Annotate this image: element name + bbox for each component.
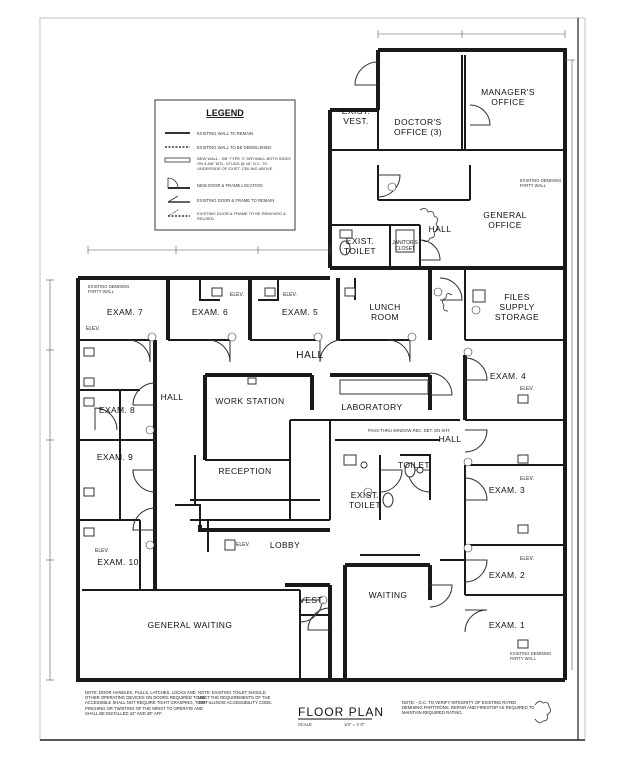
label-elev-7: ELEV. — [236, 542, 250, 548]
note-left: NOTE: DOOR HANDLES, PULLS, LATCHES, LOCK… — [85, 690, 208, 716]
label-pass-thru: PASS-THRU WINDOW REC. DET. ON SHT. — [368, 428, 451, 433]
legend-box — [154, 99, 296, 231]
room-general-office-line2: OFFICE — [488, 220, 522, 230]
top-exam-walls — [78, 268, 565, 341]
room-doctor-line2: OFFICE (3) — [394, 127, 442, 137]
revision-clouds — [419, 208, 551, 723]
room-manager-line1: MANAGER'S — [481, 87, 535, 97]
room-exam6: EXAM. 6 — [192, 307, 228, 317]
legend-swatch-remove-door — [167, 209, 179, 217]
label-party-wall-top: EXISTING DEMISING — [520, 178, 561, 183]
upper-wing-walls — [328, 48, 567, 268]
core-walls — [175, 373, 460, 532]
room-exam3: EXAM. 3 — [489, 485, 525, 495]
room-lobby: LOBBY — [270, 540, 300, 550]
room-lunch-line2: ROOM — [371, 312, 399, 322]
room-exam5: EXAM. 5 — [282, 307, 318, 317]
legend-item-6-wrap: EXISTING DOOR & FRAME TO BE REMOVED & RE… — [197, 211, 286, 221]
legend-item-5: EXISTING DOOR & FRAME TO REMAIN — [197, 198, 274, 203]
room-janitor-line2: CLOSET — [395, 246, 415, 252]
fixtures — [83, 229, 529, 649]
note-right-wrap: NOTE: - G.C. TO VERIFY INTEGRITY OF EXIS… — [402, 700, 535, 716]
room-reception: RECEPTION — [218, 466, 271, 476]
legend-item-2: EXISTING WALL TO BE DEMOLISHED — [197, 145, 271, 150]
room-general-office-line1: GENERAL — [483, 210, 526, 220]
room-labels: MANAGER'S OFFICE DOCTOR'S OFFICE (3) EXI… — [97, 87, 539, 630]
legend-item-3-wrap: NEW WALL - 5/8" TYPE 'X' DRYWALL BOTH SI… — [197, 156, 291, 171]
note-middle-wrap: NOTE: EXISTING TOILET SHOULD MEET THE RE… — [198, 690, 273, 706]
room-files-line1: FILES — [504, 292, 530, 302]
label-party-wall-bottom-2: PARTY WALL — [510, 656, 537, 661]
bottom-notes: NOTE: DOOR HANDLES, PULLS, LATCHES, LOCK… — [85, 690, 535, 716]
misc-labels: EXISTING DEMISING PARTY WALL EXISTING DE… — [86, 178, 561, 661]
legend-item-4: NEW DOOR & FRAME LOCATION — [197, 183, 263, 188]
room-doctor-line1: DOCTOR'S — [394, 117, 441, 127]
title-block: FLOOR PLAN SCALE 1/4" = 1'-0" — [298, 705, 384, 727]
legend-swatch-existing-door — [167, 195, 179, 203]
top-dimensions — [46, 30, 575, 681]
room-toilet: TOILET — [398, 460, 430, 470]
room-exist-toilet-line1: EXIST. — [351, 490, 379, 500]
room-manager-line2: OFFICE — [491, 97, 525, 107]
legend-swatch-new-wall — [164, 157, 191, 163]
room-janitor-line1: JANITOR'S — [392, 240, 418, 246]
label-elev-8: ELEV. — [95, 548, 109, 554]
label-party-wall-bottom: EXISTING DEMISING — [510, 651, 551, 656]
label-party-wall-left-2: PARTY WALL — [88, 289, 115, 294]
room-files-line3: STORAGE — [495, 312, 539, 322]
room-hall-left: HALL — [161, 392, 184, 402]
label-elev-3: ELEV. — [86, 326, 100, 332]
room-exam9: EXAM. 9 — [97, 452, 133, 462]
note-right: NOTE: - G.C. TO VERIFY INTEGRITY OF EXIS… — [402, 700, 535, 716]
room-general-waiting: GENERAL WAITING — [148, 620, 233, 630]
plan-scale-value: 1/4" = 1'-0" — [344, 722, 365, 727]
legend-item-3: NEW WALL - 5/8" TYPE 'X' DRYWALL BOTH SI… — [197, 156, 291, 171]
room-hall-top: HALL — [429, 224, 452, 234]
right-exam-walls — [440, 355, 565, 596]
door-swings — [94, 61, 491, 633]
room-exam1: EXAM. 1 — [489, 620, 525, 630]
room-exist-toilet-top-line1: EXIST. — [346, 236, 374, 246]
label-elev-2: ELEV. — [283, 292, 297, 298]
room-exam8: EXAM. 8 — [99, 405, 135, 415]
room-vest: VEST. — [299, 595, 325, 605]
lobby-walls — [285, 554, 432, 680]
room-waiting: WAITING — [369, 590, 408, 600]
room-exist-toilet-line2: TOILET — [349, 500, 381, 510]
label-elev-5: ELEV. — [520, 476, 534, 482]
legend: LEGEND EXISTING WALL TO REMAIN EXISTING … — [154, 99, 296, 231]
main-outer-walls — [76, 266, 567, 682]
label-elev-6: ELEV. — [520, 556, 534, 562]
room-work-station: WORK STATION — [215, 396, 284, 406]
note-left-wrap: NOTE: DOOR HANDLES, PULLS, LATCHES, LOCK… — [85, 690, 208, 716]
room-lunch-line1: LUNCH — [369, 302, 400, 312]
room-hall-right: HALL — [439, 434, 462, 444]
room-vest-top-line2: VEST. — [343, 116, 369, 126]
room-hall-main: HALL — [296, 350, 323, 361]
room-files-line2: SUPPLY — [499, 302, 534, 312]
label-elev-1: ELEV. — [230, 292, 244, 298]
note-middle: NOTE: EXISTING TOILET SHOULD MEET THE RE… — [198, 690, 273, 706]
legend-item-1: EXISTING WALL TO REMAIN — [197, 131, 253, 136]
label-elev-4: ELEV. — [520, 386, 534, 392]
door-tags — [145, 182, 481, 605]
room-exam4: EXAM. 4 — [490, 371, 526, 381]
label-party-wall-top-2: PARTY WALL — [520, 183, 547, 188]
room-exam10: EXAM. 10 — [97, 557, 138, 567]
plan-title: FLOOR PLAN — [298, 705, 384, 719]
room-laboratory: LABORATORY — [341, 402, 402, 412]
plan-scale-label: SCALE — [298, 722, 312, 727]
room-exist-toilet-top-line2: TOILET — [344, 246, 376, 256]
left-exam-walls — [78, 340, 157, 590]
room-exam7: EXAM. 7 — [107, 307, 143, 317]
legend-item-6: EXISTING DOOR & FRAME TO BE REMOVED & RE… — [197, 211, 286, 221]
room-exam2: EXAM. 2 — [489, 570, 525, 580]
label-party-wall-left: EXISTING DEMISING — [88, 284, 129, 289]
legend-title: LEGEND — [206, 108, 244, 118]
room-vest-top-line1: EXIST. — [342, 106, 370, 116]
